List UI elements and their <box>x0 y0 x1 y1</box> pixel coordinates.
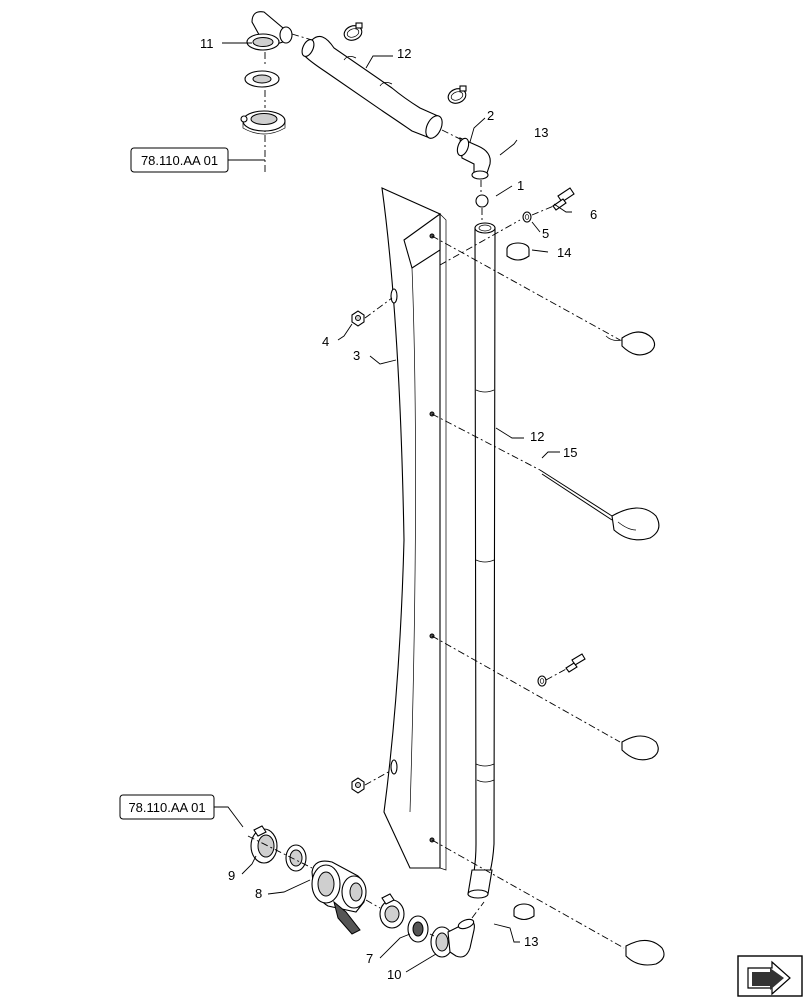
callout-9[interactable]: 9 <box>228 868 235 883</box>
leader-5 <box>531 221 541 233</box>
centerline-4 <box>364 297 393 319</box>
leader-13-bottom <box>493 923 520 943</box>
callout-1[interactable]: 1 <box>517 178 524 193</box>
callout-2[interactable]: 2 <box>487 108 494 123</box>
leader-8 <box>267 879 311 895</box>
callout-5[interactable]: 5 <box>542 226 549 241</box>
leader-2 <box>469 117 486 143</box>
elbow-fitting-2 <box>456 137 491 180</box>
callout-6[interactable]: 6 <box>590 207 597 222</box>
nut-4 <box>351 310 365 327</box>
fitting-10 <box>430 918 475 958</box>
mounting-bracket-3 <box>381 187 447 871</box>
centerline-7 <box>429 933 435 937</box>
callout-15[interactable]: 15 <box>563 445 577 460</box>
cable-tie-upper <box>431 235 656 356</box>
reference-label-bottom: 78.110.AA 01 <box>128 800 205 815</box>
hose-12-top <box>301 35 443 139</box>
ball-valve-8 <box>311 860 367 935</box>
cable-tie-15 <box>431 413 660 541</box>
centerline-10 <box>471 901 485 919</box>
reference-label-top: 78.110.AA 01 <box>141 153 218 168</box>
leader-12-mid <box>495 427 524 439</box>
centerline-8 <box>365 899 381 909</box>
leader-ref-bottom <box>214 806 244 828</box>
reference-box-top[interactable]: 78.110.AA 01 <box>130 147 229 173</box>
callout-12-mid[interactable]: 12 <box>530 429 544 444</box>
centerline-9 <box>247 835 313 869</box>
reference-box-bottom[interactable]: 78.110.AA 01 <box>119 794 215 820</box>
leader-7 <box>379 933 411 959</box>
callout-7[interactable]: 7 <box>366 951 373 966</box>
centerline-bolt-top <box>439 204 557 266</box>
callout-10[interactable]: 10 <box>387 967 401 982</box>
cable-tie-lower <box>621 735 659 761</box>
leader-12-top <box>365 55 393 69</box>
leader-14 <box>531 249 549 253</box>
centerline-11-c <box>291 33 313 41</box>
hose-clamp-bottom <box>513 903 535 921</box>
gasket-7 <box>407 915 429 943</box>
hose-12-vertical <box>473 222 496 873</box>
callout-13-bottom[interactable]: 13 <box>524 934 538 949</box>
callout-14[interactable]: 14 <box>557 245 571 260</box>
bolt-lower <box>565 653 586 673</box>
leader-4 <box>337 323 353 341</box>
gasket-bottom-left <box>285 844 307 872</box>
callout-8[interactable]: 8 <box>255 886 262 901</box>
leader-6 <box>553 203 572 213</box>
hose-clamp-14 <box>506 242 530 261</box>
leader-1 <box>495 185 513 197</box>
centerline-bolt-lower <box>545 667 569 681</box>
centerline-tie-bottom <box>431 839 625 949</box>
centerline-tie-lower <box>431 635 621 743</box>
leader-3 <box>369 355 397 365</box>
coupling-9 <box>250 825 278 864</box>
leader-13-top <box>499 139 518 156</box>
callout-11[interactable]: 11 <box>200 36 214 51</box>
next-arrow-icon[interactable] <box>737 955 803 997</box>
washer-lower <box>537 675 547 687</box>
callout-4[interactable]: 4 <box>322 334 329 349</box>
leader-9 <box>241 855 257 875</box>
hose-clamp-top-right <box>447 85 467 104</box>
nut-lower <box>351 777 365 794</box>
gasket-ring-top <box>244 70 280 88</box>
leader-10 <box>405 953 437 973</box>
ball-1 <box>475 194 489 208</box>
callout-13-top[interactable]: 13 <box>534 125 548 140</box>
leader-15 <box>541 451 560 459</box>
bracket-slot-bottom <box>390 759 398 775</box>
coupling-right-of-valve <box>379 893 405 929</box>
cable-tie-bottom <box>625 939 665 966</box>
bolt-6 <box>552 187 575 211</box>
centerline-hose-top <box>441 129 463 141</box>
washer-5 <box>522 211 532 223</box>
callout-3[interactable]: 3 <box>353 348 360 363</box>
elbow-fitting-11 <box>246 11 293 51</box>
centerline-nut-lower <box>364 769 393 786</box>
hose-clamp-top-left <box>343 22 363 41</box>
callout-12-top[interactable]: 12 <box>397 46 411 61</box>
hose-end-sleeve-bottom <box>467 869 493 899</box>
nut-top <box>240 110 286 135</box>
bracket-slot-top <box>390 288 398 304</box>
